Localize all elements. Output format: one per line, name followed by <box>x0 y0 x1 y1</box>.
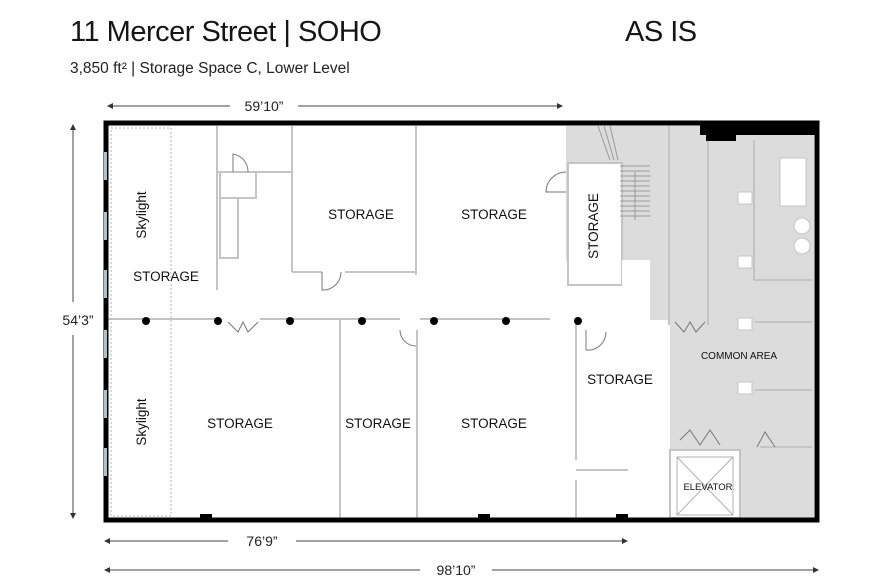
room-storage-bottom-1: STORAGE <box>207 416 273 431</box>
dimension-bottom-inner: 76’9” <box>104 533 628 549</box>
room-storage-top-2: STORAGE <box>328 207 394 222</box>
elevator <box>669 449 741 519</box>
status-label: AS IS <box>625 16 697 48</box>
dimension-top: 59’10” <box>107 98 563 114</box>
stairs <box>597 125 650 220</box>
fixtures <box>737 157 811 395</box>
page-subtitle: 3,850 ft² | Storage Space C, Lower Level <box>70 60 350 77</box>
exterior-walls <box>103 120 820 523</box>
room-skylight-top: Skylight <box>134 191 149 239</box>
room-elevator: ELEVATOR <box>683 482 732 493</box>
skylight-outline <box>110 127 172 517</box>
room-skylight-bottom: Skylight <box>134 398 149 446</box>
room-storage-left-top: STORAGE <box>133 269 199 284</box>
dimension-bottom-inner-label: 76’9” <box>246 533 277 549</box>
doors <box>227 153 776 448</box>
dimension-top-label: 59’10” <box>245 98 284 114</box>
room-storage-vertical: STORAGE <box>586 193 601 259</box>
room-storage-right: STORAGE <box>587 372 653 387</box>
page-title: 11 Mercer Street | SOHO <box>70 16 382 48</box>
room-common-area: COMMON AREA <box>701 351 777 362</box>
columns <box>142 317 582 325</box>
partitions <box>108 126 812 518</box>
room-storage-top-3: STORAGE <box>461 207 527 222</box>
windows <box>104 152 107 476</box>
dimension-left-label: 54’3” <box>62 312 93 328</box>
dimension-left: 54’3” <box>62 124 94 519</box>
room-storage-bottom-3: STORAGE <box>461 416 527 431</box>
dimension-bottom-total-label: 98’10” <box>437 562 476 578</box>
room-storage-bottom-2: STORAGE <box>345 416 411 431</box>
dimension-bottom-total: 98’10” <box>104 562 819 578</box>
